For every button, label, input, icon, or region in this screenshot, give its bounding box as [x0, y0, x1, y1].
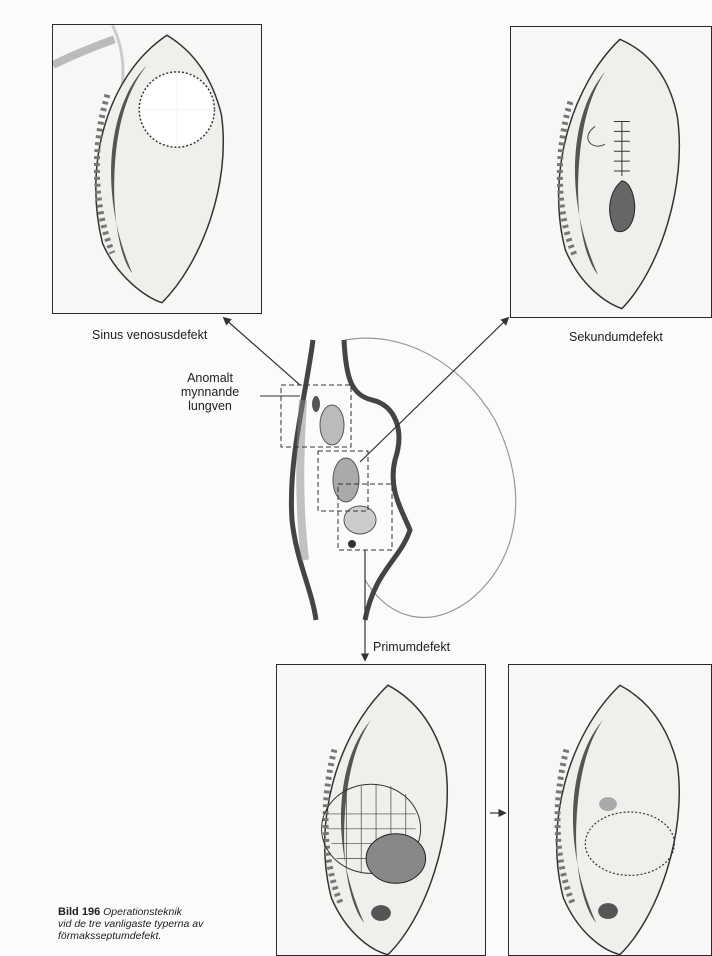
primum-repair-illustration: [509, 665, 711, 955]
heart-outline: [345, 338, 516, 617]
label-sinus-venosusdefekt: Sinus venosusdefekt: [92, 328, 207, 342]
sekundum-defect: [333, 458, 359, 502]
arrow-to-sekundum: [360, 318, 508, 462]
panel-primum-repair: [508, 664, 712, 956]
box-sekundum: [318, 451, 368, 511]
panel-sekundum-repair: [510, 26, 712, 318]
panel-primum-patch: [276, 664, 486, 956]
label-sekundumdefekt: Sekundumdefekt: [569, 330, 663, 344]
primum-defect: [344, 506, 376, 534]
primum-patch-illustration: [277, 665, 485, 955]
anomalt-line-3: lungven: [160, 399, 260, 413]
atrial-septum-wall: [344, 340, 410, 620]
caption-line-3: förmaksseptumdefekt.: [58, 930, 161, 942]
figure-caption: Bild 196 Operationsteknik vid de tre van…: [58, 906, 298, 942]
caption-figure-number: Bild 196: [58, 906, 100, 918]
box-primum: [338, 484, 392, 550]
panel-sinus-venosus-repair: [52, 24, 262, 314]
sinus-venosus-illustration: [53, 25, 261, 313]
anomalous-vein-opening: [312, 396, 320, 412]
caption-line-1: Operationsteknik: [103, 906, 182, 918]
sinus-venosus-defect: [320, 405, 344, 445]
caption-line-2: vid de tre vanligaste typerna av: [58, 918, 203, 930]
anomalt-line-2: mynnande: [160, 385, 260, 399]
label-primumdefekt: Primumdefekt: [373, 640, 450, 654]
label-anomalt-mynnande-lungven: Anomalt mynnande lungven: [160, 371, 260, 413]
superior-vena-cava-wall: [291, 340, 316, 620]
box-sinus: [281, 385, 351, 447]
anomalt-line-1: Anomalt: [160, 371, 260, 385]
sekundum-illustration: [511, 27, 711, 317]
